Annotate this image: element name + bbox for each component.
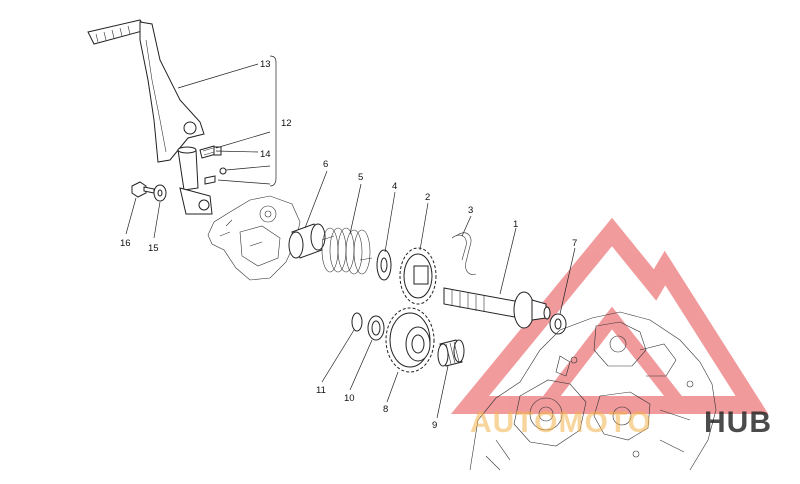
watermark-logo-triangles	[450, 217, 769, 414]
kick-lever	[87, 19, 213, 215]
bolt-16	[131, 181, 155, 198]
callout-labels: 13 12 14 16 15 6 5 4 2 3 1 7 11 10 8 9	[120, 59, 577, 431]
callout-16: 16	[120, 238, 131, 249]
callout-8: 8	[383, 404, 388, 415]
callout-13: 13	[260, 59, 271, 70]
callout-6: 6	[323, 159, 328, 170]
circlip-11	[351, 312, 363, 332]
washer-4	[376, 249, 392, 281]
spring-5	[321, 227, 373, 275]
gear-8	[385, 307, 435, 373]
bushing-6	[288, 223, 326, 259]
callout-5: 5	[358, 172, 363, 183]
callout-15: 15	[148, 243, 159, 254]
callout-3: 3	[468, 205, 473, 216]
needle-bearing-9	[437, 339, 465, 367]
right-crankcase	[469, 311, 717, 471]
left-case-fragment	[207, 195, 301, 281]
watermark-part1: AUTOMOTO	[470, 406, 652, 439]
washer-10	[367, 315, 385, 341]
leader-lines	[125, 55, 576, 419]
callout-4: 4	[392, 181, 397, 192]
callout-11: 11	[316, 385, 326, 396]
gear-2	[399, 247, 437, 305]
washer-15	[153, 184, 167, 202]
watermark-part2: HUB	[704, 406, 772, 439]
callout-9: 9	[432, 420, 437, 431]
callout-14: 14	[260, 149, 271, 160]
callout-1: 1	[513, 219, 518, 230]
shaft-1	[443, 287, 551, 329]
detent-parts	[204, 167, 227, 185]
clip-3	[451, 232, 477, 275]
callout-2: 2	[425, 192, 430, 203]
callout-12: 12	[281, 118, 292, 129]
callout-10: 10	[344, 393, 355, 404]
callout-7: 7	[572, 238, 577, 249]
watermark-text: AUTOMOTO HUB	[470, 406, 772, 439]
washer-7	[549, 313, 567, 335]
